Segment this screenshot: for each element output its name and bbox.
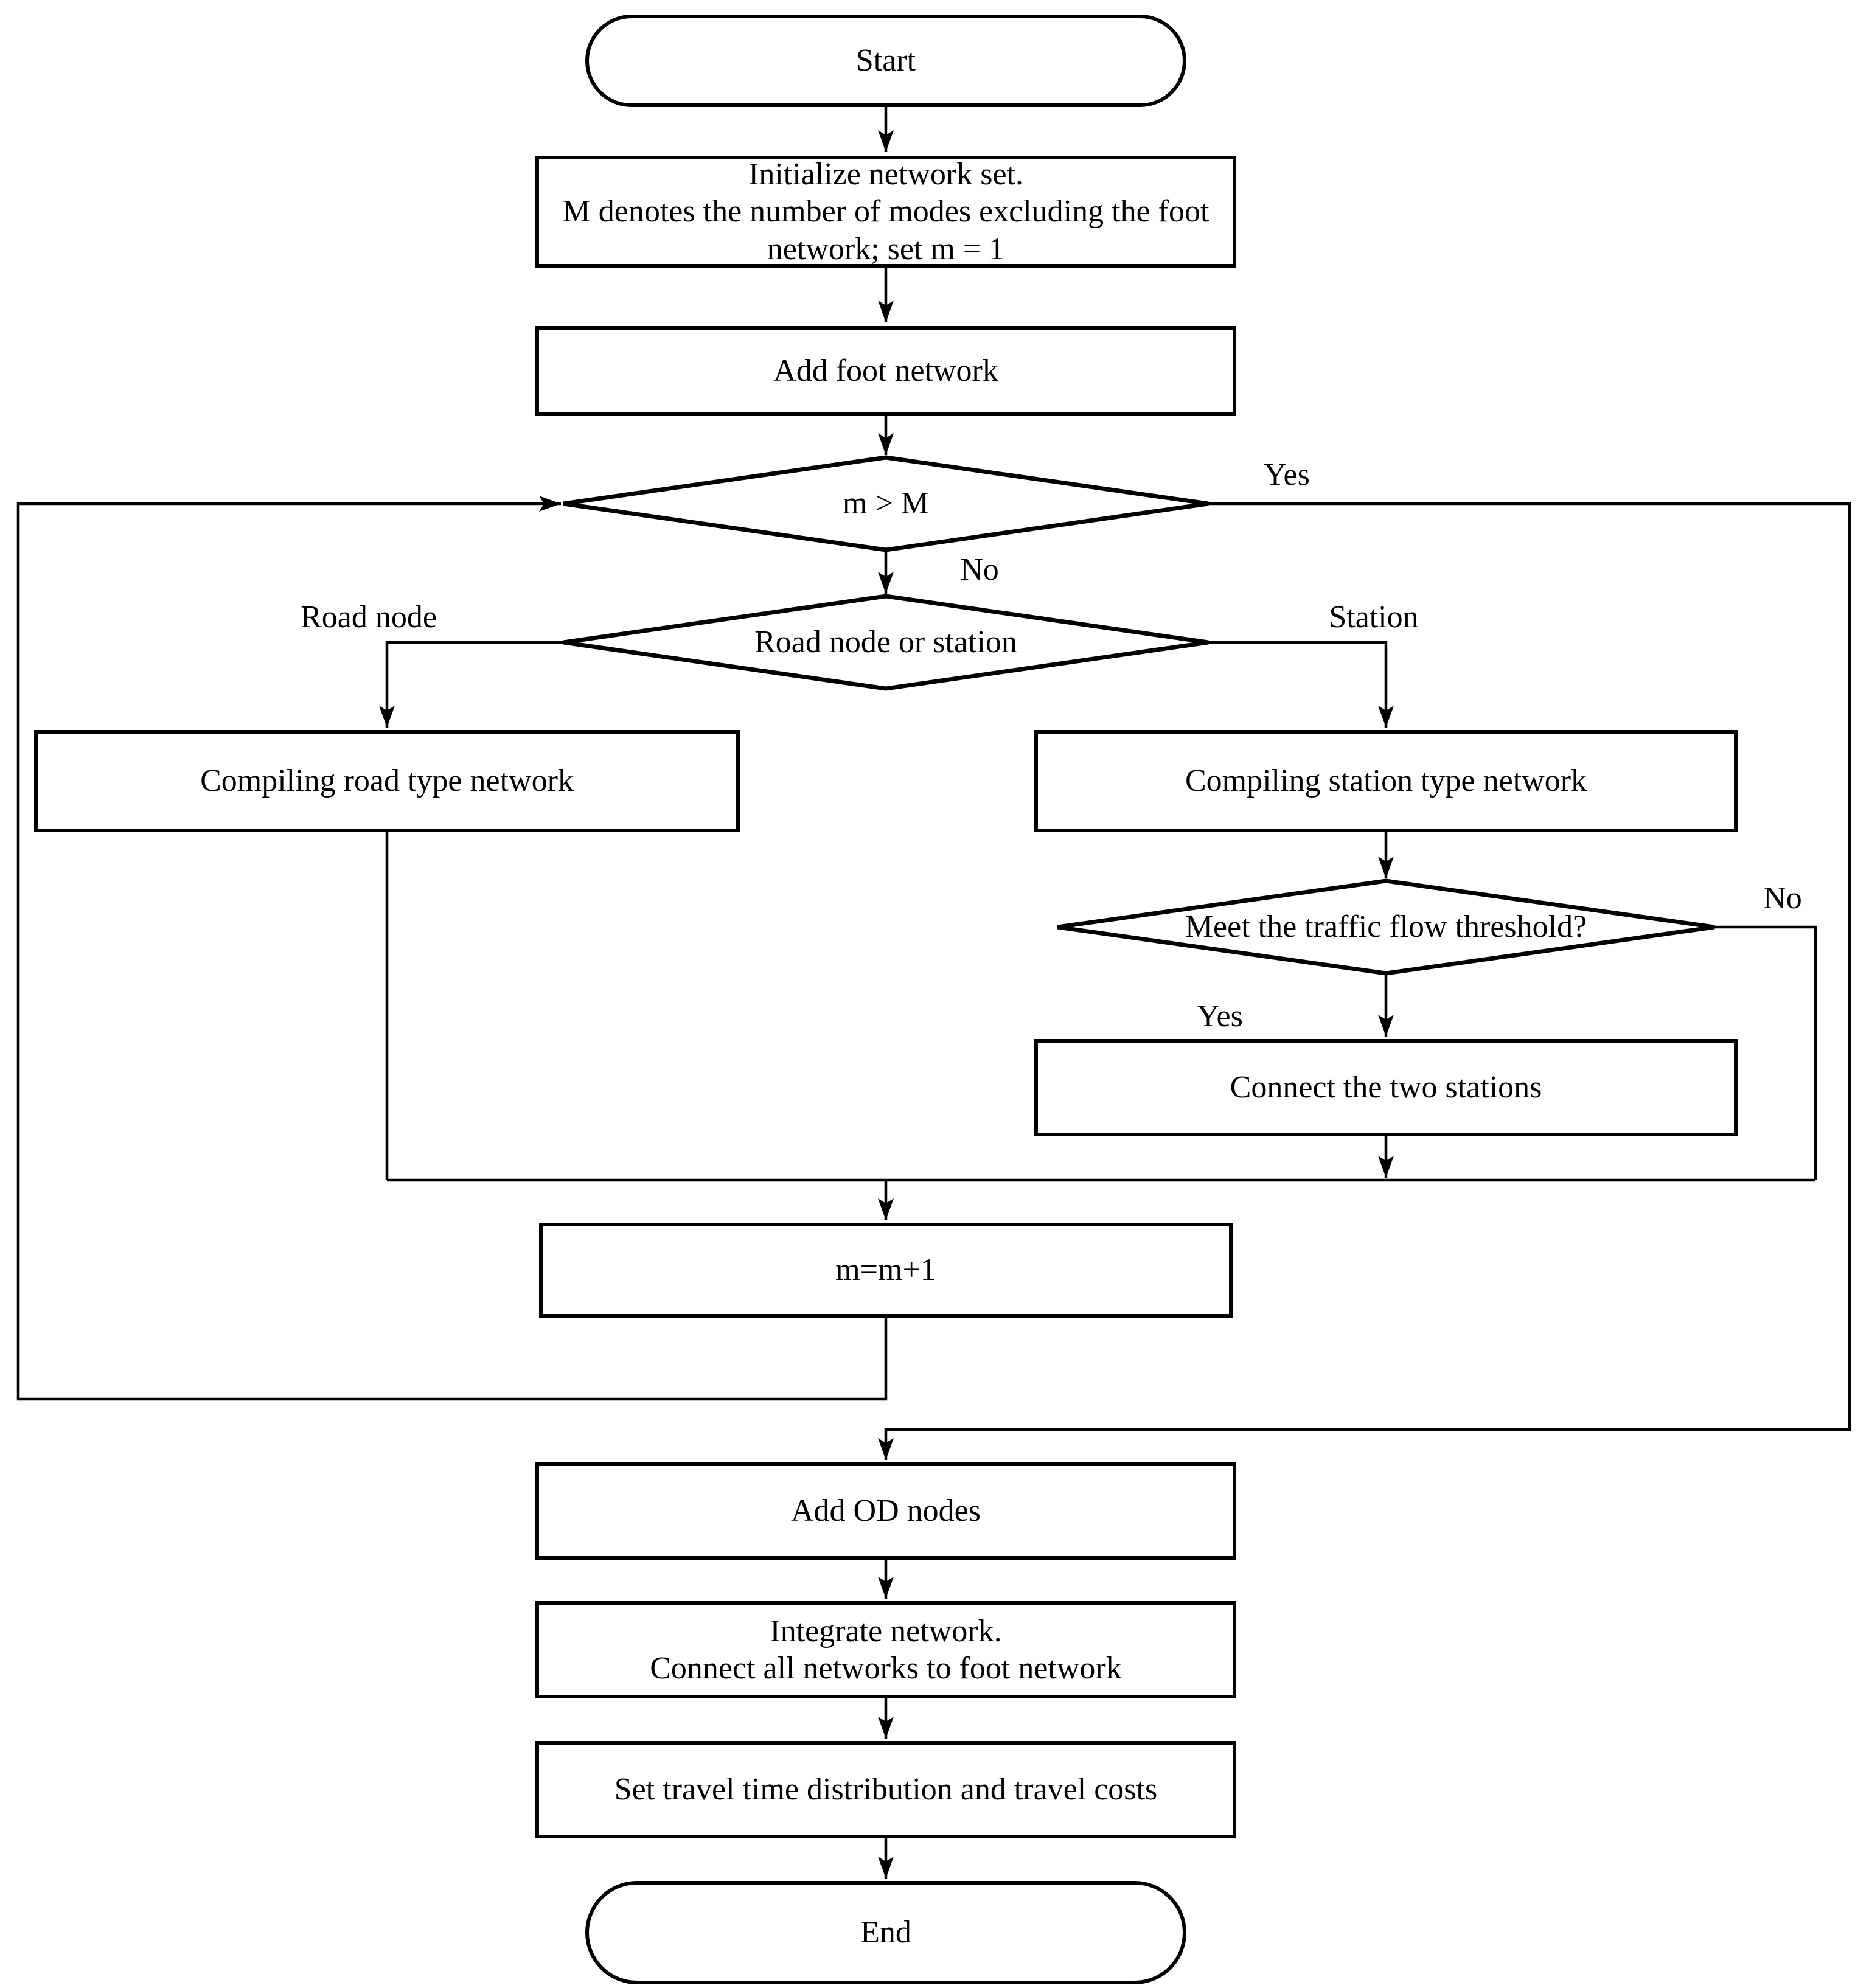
m-greater-than-M-text: m > M xyxy=(842,486,929,521)
connect-two-stations-process: Connect the two stations xyxy=(1034,1039,1738,1136)
add-od-nodes-label: Add OD nodes xyxy=(791,1493,981,1529)
line-mgtm-yes-to-odnodes xyxy=(878,502,1851,1460)
compiling-station-network-label: Compiling station type network xyxy=(1185,763,1587,799)
compiling-station-network-process: Compiling station type network xyxy=(1034,730,1738,832)
edge-station-branch xyxy=(1208,641,1394,728)
label-threshold-no: No xyxy=(1763,880,1802,916)
add-foot-network-label: Add foot network xyxy=(773,353,998,389)
increment-m-process: m=m+1 xyxy=(539,1223,1233,1318)
integrate-network-process: Integrate network. Connect all networks … xyxy=(535,1601,1236,1698)
line-loop-back-to-mgtm xyxy=(16,496,888,1401)
set-travel-time-process: Set travel time distribution and travel … xyxy=(535,1741,1236,1838)
initialize-label: Initialize network set. M denotes the nu… xyxy=(562,156,1209,266)
label-station-branch: Station xyxy=(1329,599,1419,634)
road-node-or-station-text: Road node or station xyxy=(754,625,1017,660)
connect-two-stations-label: Connect the two stations xyxy=(1230,1070,1542,1105)
decision-traffic-flow-threshold xyxy=(1057,878,1715,976)
end-label: End xyxy=(860,1915,911,1950)
integrate-network-label: Integrate network. Connect all networks … xyxy=(650,1613,1122,1686)
add-foot-network-process: Add foot network xyxy=(535,326,1236,416)
increment-m-label: m=m+1 xyxy=(835,1253,936,1288)
end-terminator: End xyxy=(585,1881,1186,1984)
decision-road-node-or-station xyxy=(563,594,1209,691)
compiling-road-network-label: Compiling road type network xyxy=(200,763,574,799)
traffic-flow-threshold-text: Meet the traffic flow threshold? xyxy=(1185,909,1587,945)
label-road-node-branch: Road node xyxy=(301,599,437,634)
compiling-road-network-process: Compiling road type network xyxy=(34,730,740,832)
label-mgtm-no: No xyxy=(960,552,999,587)
add-od-nodes-process: Add OD nodes xyxy=(535,1462,1236,1560)
label-mgtm-yes: Yes xyxy=(1264,457,1310,492)
label-threshold-yes: Yes xyxy=(1197,998,1243,1034)
initialize-process: Initialize network set. M denotes the nu… xyxy=(535,156,1236,268)
edge-roadnode-branch xyxy=(379,641,563,728)
set-travel-time-label: Set travel time distribution and travel … xyxy=(614,1772,1158,1807)
start-terminator: Start xyxy=(585,15,1186,107)
line-threshold-no-loop xyxy=(1714,925,1817,1180)
decision-m-greater-than-M xyxy=(563,455,1209,552)
start-label: Start xyxy=(855,43,916,78)
